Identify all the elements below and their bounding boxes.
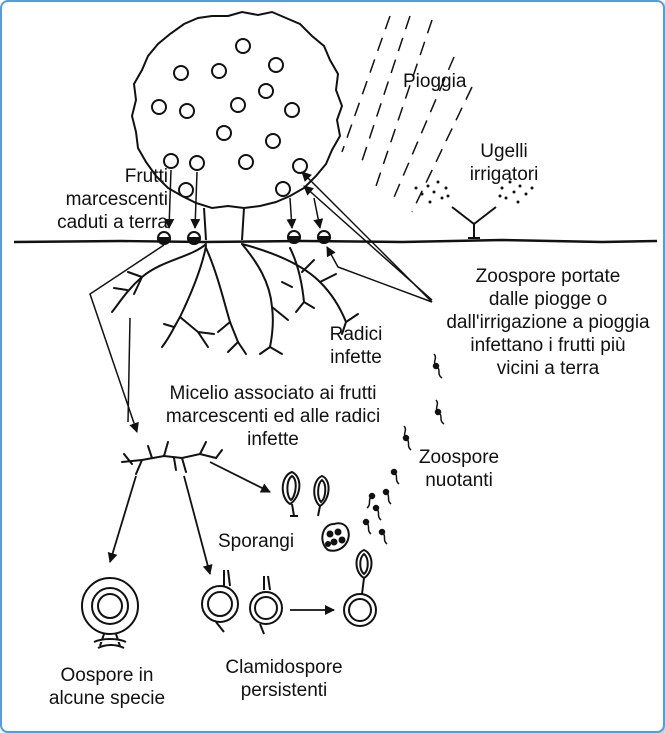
infected-roots bbox=[111, 243, 359, 355]
falling-fruit-arrows bbox=[164, 169, 324, 229]
label-clamidospore: Clamidospore persistenti bbox=[225, 657, 343, 701]
label-zoospore-portate: Zoospore portate dalle piogge o dall'irr… bbox=[446, 266, 650, 379]
label-sporangi: Sporangi bbox=[218, 531, 295, 552]
sporangia bbox=[281, 470, 350, 552]
zoospore-splash-arrows bbox=[301, 171, 433, 303]
mycelium-arrows bbox=[107, 461, 335, 615]
tree-trunk bbox=[203, 207, 245, 241]
label-zoospore-nuotanti: Zoospore nuotanti bbox=[418, 447, 500, 491]
fruits-on-tree bbox=[151, 38, 308, 198]
connector-to-mycelium bbox=[89, 244, 165, 433]
chlamydospore-germinating bbox=[343, 593, 377, 627]
rotting-fruits-on-ground bbox=[156, 230, 332, 245]
label-radici-infette: Radici infette bbox=[329, 324, 383, 368]
mycelium bbox=[121, 441, 223, 475]
irrigation-nozzle-icon bbox=[451, 206, 497, 239]
label-micelio: Micelio associato ai frutti marcescenti … bbox=[165, 383, 381, 450]
label-oospore: Oospore in alcune specie bbox=[48, 665, 166, 709]
chlamydospores bbox=[201, 569, 283, 635]
swimming-zoospores bbox=[362, 353, 445, 545]
label-pioggia: Pioggia bbox=[403, 71, 467, 92]
germinating-sporangium bbox=[355, 548, 373, 595]
irrigation-spray bbox=[414, 180, 534, 204]
rain-icon bbox=[341, 15, 473, 213]
oospore bbox=[81, 577, 139, 649]
label-frutti-marcescenti: Frutti marcescenti caduti a terra bbox=[57, 166, 168, 233]
label-ugelli-irrigatori: Ugelli irrigatori bbox=[469, 141, 539, 185]
ground-line bbox=[13, 238, 658, 244]
